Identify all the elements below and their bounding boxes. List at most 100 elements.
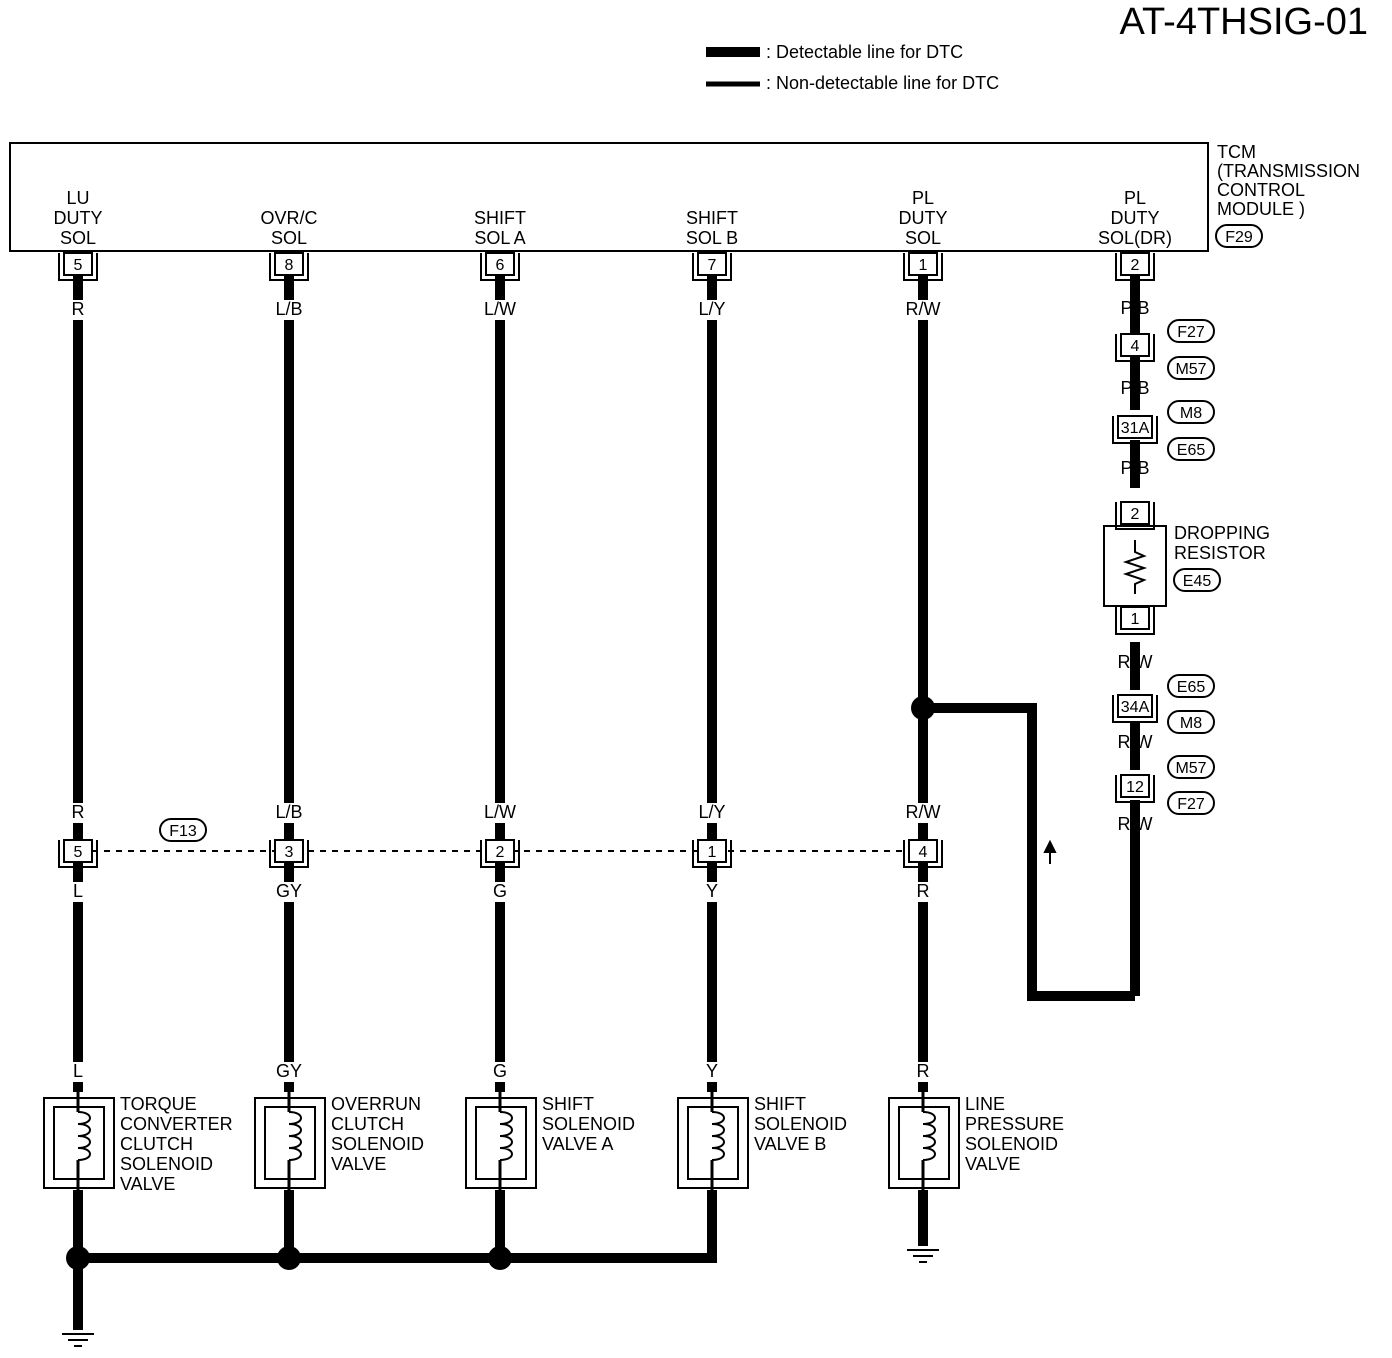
- connector-tag-outline: [1173, 568, 1221, 592]
- connector-tag-label: M8: [1180, 715, 1202, 732]
- connector-housing: [1115, 334, 1155, 362]
- solenoid-label: VALVE: [965, 1154, 1020, 1174]
- connector-tag-outline: [1167, 755, 1215, 779]
- connector-pin: 8: [269, 252, 309, 281]
- connector-pin: 7: [692, 252, 732, 281]
- wire-label-bg: [692, 300, 732, 320]
- tcm-terminal-label: SOL A: [474, 228, 525, 248]
- connector-housing: [1112, 416, 1158, 444]
- connector-tag: M8: [1167, 400, 1215, 424]
- wire-color-label: L/B: [275, 802, 302, 822]
- tcm-terminal-label: SOL: [271, 228, 307, 248]
- tcm-block: TCM (TRANSMISSION CONTROL MODULE ): [9, 142, 1360, 252]
- connector-tag-outline: [1167, 319, 1215, 343]
- connector-pin: 1: [1115, 606, 1155, 635]
- connector-housing: [1115, 775, 1155, 803]
- connector-pin-number: 4: [919, 844, 928, 861]
- connector-pin: 2: [480, 839, 520, 868]
- solenoid-label: VALVE: [120, 1174, 175, 1194]
- column-2: OVR/CSOL8L/BL/BGYGY3OVERRUNCLUTCHSOLENOI…: [254, 208, 424, 1190]
- connector-tag: E65: [1167, 437, 1215, 461]
- ground-icon: [62, 1333, 94, 1347]
- connector-tag-outline: [1167, 400, 1215, 424]
- wire-color-label: L/W: [484, 802, 516, 822]
- connector-pin-number: 1: [708, 844, 717, 861]
- solenoid-label: SHIFT: [754, 1094, 806, 1114]
- wire-label-bg: [269, 300, 309, 320]
- connector-housing: [1115, 502, 1155, 530]
- coil-icon: [77, 1111, 91, 1161]
- wire-label-bg: [269, 882, 309, 902]
- connector-pin: 3: [269, 839, 309, 868]
- connector-pin: 31A: [1112, 415, 1158, 444]
- connector-housing: [480, 253, 520, 281]
- wire-color-label: Y: [706, 881, 718, 901]
- connector-pin: 12: [1115, 774, 1155, 803]
- wire-label-bg: [480, 803, 520, 823]
- connector-pin-box: [697, 252, 727, 276]
- connector-tag-label: E65: [1177, 442, 1206, 459]
- connector-tag: M57: [1167, 755, 1215, 779]
- connector-tag-label: F27: [1177, 324, 1205, 341]
- connector-pin-box: [1120, 333, 1150, 357]
- connector-tag-outline: [159, 818, 207, 842]
- connector-pin-number: 34A: [1121, 699, 1150, 716]
- title-block: AT-4THSIG-01: [1120, 1, 1368, 43]
- splice-dot: [911, 696, 935, 720]
- tcm-terminal-label: DUTY: [54, 208, 103, 228]
- wire-color-label: R/W: [906, 299, 941, 319]
- connector-pin-box: [274, 252, 304, 276]
- wire-label-bg: [269, 1062, 309, 1082]
- connector-pin-number: 2: [1131, 506, 1140, 523]
- connector-pin-number: 2: [496, 844, 505, 861]
- wire-color-label: R: [72, 802, 85, 822]
- connector-housing: [692, 840, 732, 868]
- solenoid-label: VALVE A: [542, 1134, 613, 1154]
- wire-color-label: L: [73, 881, 83, 901]
- wire-color-label: R: [917, 1061, 930, 1081]
- ground-network: [62, 1246, 939, 1347]
- wire-label-bg: [269, 803, 309, 823]
- wire-color-label: R/W: [906, 802, 941, 822]
- wire-color-label: R: [917, 881, 930, 901]
- connector-pin-box: [697, 839, 727, 863]
- connector-tag-label: E65: [1177, 679, 1206, 696]
- solenoid-label: VALVE: [331, 1154, 386, 1174]
- connector-pin-number: 2: [1131, 257, 1140, 274]
- connector-pin-number: 5: [74, 844, 83, 861]
- connector-tag: F13: [159, 818, 207, 842]
- legend-non-detectable-text: : Non-detectable line for DTC: [766, 73, 999, 93]
- connector-pin: 6: [480, 252, 520, 281]
- connector-tag: F29: [1215, 224, 1263, 248]
- wire-color-label: P/B: [1120, 458, 1149, 478]
- solenoid-label: OVERRUN: [331, 1094, 421, 1114]
- connector-pin: 2: [1115, 501, 1155, 530]
- connector-pin: 4: [903, 839, 943, 868]
- connector-tag-outline: [1167, 674, 1215, 698]
- wire-color-label: L/W: [484, 299, 516, 319]
- tcm-label-line: TCM: [1217, 142, 1256, 162]
- tcm-terminal-label: LU: [66, 188, 89, 208]
- connector-housing: [903, 253, 943, 281]
- tcm-label-line: (TRANSMISSION: [1217, 161, 1360, 181]
- connector-pin: 34A: [1112, 694, 1158, 723]
- connector-housing: [269, 840, 309, 868]
- solenoid-label: CONVERTER: [120, 1114, 233, 1134]
- solenoid-label: SOLENOID: [754, 1114, 847, 1134]
- resistor-label: RESISTOR: [1174, 543, 1266, 563]
- current-direction-arrow-icon: [1043, 839, 1057, 864]
- connector-pin-number: 5: [74, 257, 83, 274]
- connector-tag-outline: [1215, 224, 1263, 248]
- resistor-icon: [1122, 540, 1148, 594]
- wire-color-label: G: [493, 1061, 507, 1081]
- wire-label-bg: [903, 803, 943, 823]
- connector-tag-outline: [1167, 437, 1215, 461]
- connector-housing: [1115, 253, 1155, 281]
- splice-dot: [66, 1246, 90, 1270]
